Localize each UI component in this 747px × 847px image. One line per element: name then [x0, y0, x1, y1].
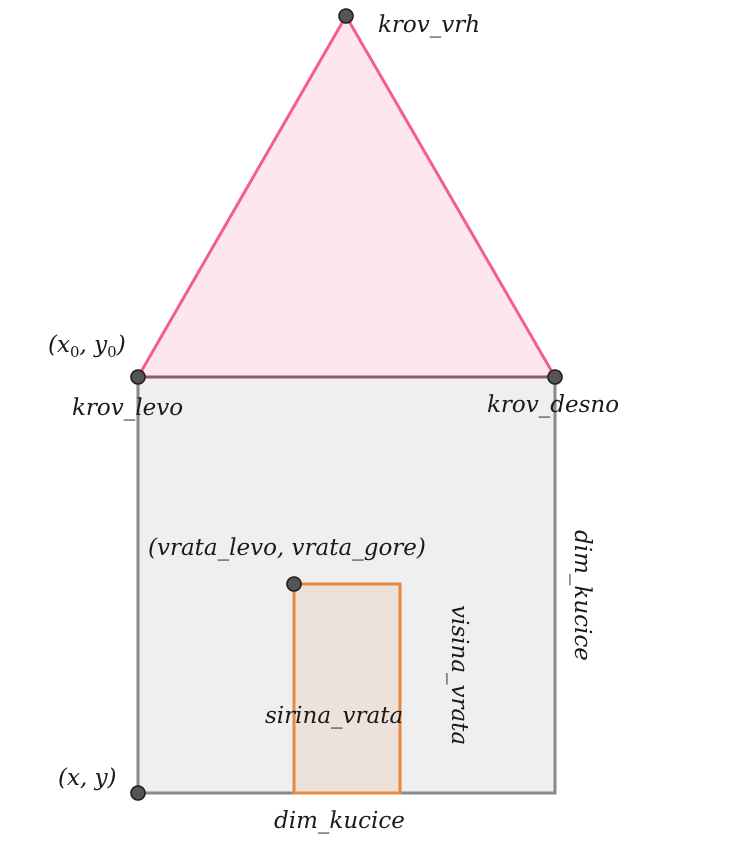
label-krov-vrh: krov_vrh — [378, 12, 480, 38]
point-krov-levo[interactable] — [130, 369, 146, 385]
point-door-corner[interactable] — [286, 576, 302, 592]
label-dim-kucice-bottom: dim_kucice — [274, 808, 405, 834]
label-door-corner: (vrata_levo, vrata_gore) — [148, 535, 426, 561]
point-origin[interactable] — [130, 785, 146, 801]
roof-triangle — [135, 13, 558, 379]
label-krov-desno: krov_desno — [487, 392, 619, 418]
door — [292, 582, 402, 795]
label-origin: (x, y) — [58, 765, 117, 791]
label-start-point: (x0, y0) — [48, 332, 126, 361]
label-dim-kucice-right: dim_kucice — [569, 530, 595, 661]
point-krov-desno[interactable] — [547, 369, 563, 385]
label-sirina-vrata: sirina_vrata — [265, 703, 403, 729]
point-krov-vrh[interactable] — [338, 8, 354, 24]
label-krov-levo: krov_levo — [72, 395, 183, 421]
label-visina-vrata: visina_vrata — [446, 605, 472, 745]
